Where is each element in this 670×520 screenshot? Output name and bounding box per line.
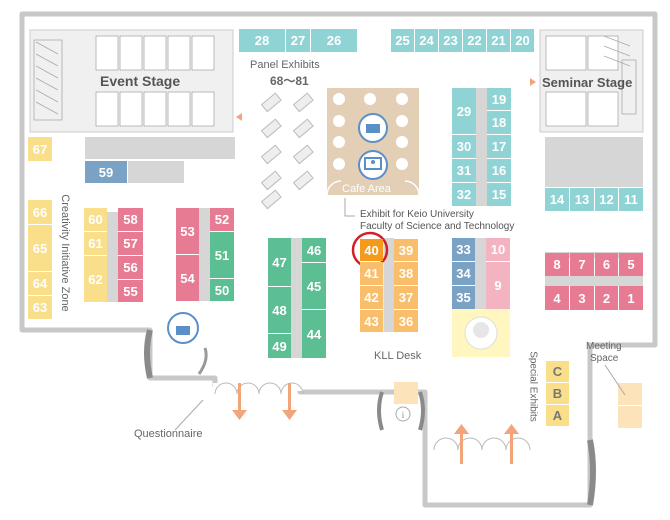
booth-66[interactable]: 66 <box>28 200 52 224</box>
special-exhibits-label: Special Exhibits <box>527 351 539 422</box>
event-stage-label: Event Stage <box>100 73 181 89</box>
booth-46[interactable]: 46 <box>302 238 326 262</box>
info-icon <box>395 406 411 422</box>
booth-40-highlighted[interactable]: 40 <box>360 239 383 261</box>
cafe-area-label: Cafe Area <box>342 183 391 195</box>
entrance-left-gap <box>213 383 303 391</box>
booth-12[interactable]: 12 <box>595 188 618 211</box>
creativity-zone-label: Creativity Initiative Zone <box>59 194 71 312</box>
booth-43[interactable]: 43 <box>360 310 383 332</box>
booth-b[interactable]: B <box>546 383 569 404</box>
booth-11[interactable]: 11 <box>619 188 643 211</box>
booth-33[interactable]: 33 <box>452 238 475 261</box>
booth-59[interactable]: 59 <box>85 161 127 183</box>
booth-32[interactable]: 32 <box>452 183 476 206</box>
booth-52[interactable]: 52 <box>210 208 234 231</box>
kll-desk-label: KLL Desk <box>374 350 422 362</box>
booth-58[interactable]: 58 <box>118 208 143 231</box>
panel-exhibit-boards <box>260 92 314 210</box>
booth-45[interactable]: 45 <box>302 263 326 309</box>
kll-desk <box>394 382 418 404</box>
booth-10[interactable]: 10 <box>486 238 510 261</box>
booth-7[interactable]: 7 <box>570 253 594 276</box>
booth-1[interactable]: 1 <box>619 286 643 310</box>
keio-exhibit-label-line1: Exhibit for Keio University <box>360 209 474 220</box>
booth-3[interactable]: 3 <box>570 286 594 310</box>
booth-29[interactable]: 29 <box>452 88 476 134</box>
booth-61[interactable]: 61 <box>84 232 107 255</box>
booth-5[interactable]: 5 <box>619 253 643 276</box>
booth-56[interactable]: 56 <box>118 256 143 279</box>
entrance-right-gap <box>432 437 532 447</box>
booth-63[interactable]: 63 <box>28 296 52 319</box>
booth-44[interactable]: 44 <box>302 310 326 358</box>
door-arcs-left <box>214 382 304 395</box>
event-stage-seating <box>33 35 215 127</box>
booth-48[interactable]: 48 <box>268 287 291 333</box>
booth-17[interactable]: 17 <box>487 135 511 158</box>
booth-15[interactable]: 15 <box>487 183 511 206</box>
booth-37[interactable]: 37 <box>394 286 418 309</box>
booth-39[interactable]: 39 <box>394 239 418 261</box>
booth-13[interactable]: 13 <box>570 188 594 211</box>
booth-54[interactable]: 54 <box>176 255 199 301</box>
booth-36[interactable]: 36 <box>394 310 418 332</box>
booth-60[interactable]: 60 <box>84 208 107 231</box>
booth-64[interactable]: 64 <box>28 272 52 295</box>
booth-30[interactable]: 30 <box>452 135 476 158</box>
keio-exhibit-label-line2: Faculty of Science and Technology <box>360 221 515 232</box>
booth-65[interactable]: 65 <box>28 225 52 271</box>
booth-14[interactable]: 14 <box>545 188 569 211</box>
seminar-stage-seating <box>545 35 637 127</box>
booth-27[interactable]: 27 <box>286 29 310 52</box>
booth-26[interactable]: 26 <box>311 29 357 52</box>
booth-16[interactable]: 16 <box>487 159 511 182</box>
booth-42[interactable]: 42 <box>360 286 383 309</box>
booth-49[interactable]: 49 <box>268 334 291 358</box>
booth-51[interactable]: 51 <box>210 232 234 278</box>
booth-25[interactable]: 25 <box>391 29 414 52</box>
booth-18[interactable]: 18 <box>487 111 511 134</box>
booth-62[interactable]: 62 <box>84 256 107 302</box>
panel-exhibits-range: 68～81 <box>270 74 309 88</box>
booth-55[interactable]: 55 <box>118 280 143 302</box>
booth-50[interactable]: 50 <box>210 279 234 301</box>
cafe-tables <box>333 93 408 170</box>
svg-text:i: i <box>402 410 405 420</box>
booth-35[interactable]: 35 <box>452 286 475 309</box>
meeting-space-label-line1: Meeting <box>586 341 622 352</box>
booth-a[interactable]: A <box>546 405 569 426</box>
booth-4[interactable]: 4 <box>545 286 569 310</box>
seminar-stage-label: Seminar Stage <box>542 75 633 90</box>
booth-38[interactable]: 38 <box>394 262 418 285</box>
booth-c[interactable]: C <box>546 361 569 382</box>
panel-exhibits-label: Panel Exhibits <box>250 59 320 71</box>
booth-9[interactable]: 9 <box>486 262 510 309</box>
booth-2[interactable]: 2 <box>595 286 618 310</box>
meeting-space-label-line2: Space <box>590 353 619 364</box>
booth-53[interactable]: 53 <box>176 208 199 254</box>
booth-34[interactable]: 34 <box>452 262 475 285</box>
booth-24[interactable]: 24 <box>415 29 438 52</box>
booth-20[interactable]: 20 <box>511 29 534 52</box>
booth-47[interactable]: 47 <box>268 238 291 286</box>
booth-19[interactable]: 19 <box>487 88 511 110</box>
door-arcs-right <box>433 437 531 451</box>
booth-22[interactable]: 22 <box>463 29 486 52</box>
booth-57[interactable]: 57 <box>118 232 143 255</box>
presentation-icon <box>358 150 388 180</box>
booth-23[interactable]: 23 <box>439 29 462 52</box>
booth-41[interactable]: 41 <box>360 262 383 285</box>
booth-28[interactable]: 28 <box>239 29 285 52</box>
questionnaire-label: Questionnaire <box>134 428 203 440</box>
booth-31[interactable]: 31 <box>452 159 476 182</box>
booth-21[interactable]: 21 <box>487 29 510 52</box>
entrance-arrows <box>232 383 519 464</box>
booth-67[interactable]: 67 <box>28 137 52 161</box>
booth-6[interactable]: 6 <box>595 253 618 276</box>
booth-8[interactable]: 8 <box>545 253 569 276</box>
